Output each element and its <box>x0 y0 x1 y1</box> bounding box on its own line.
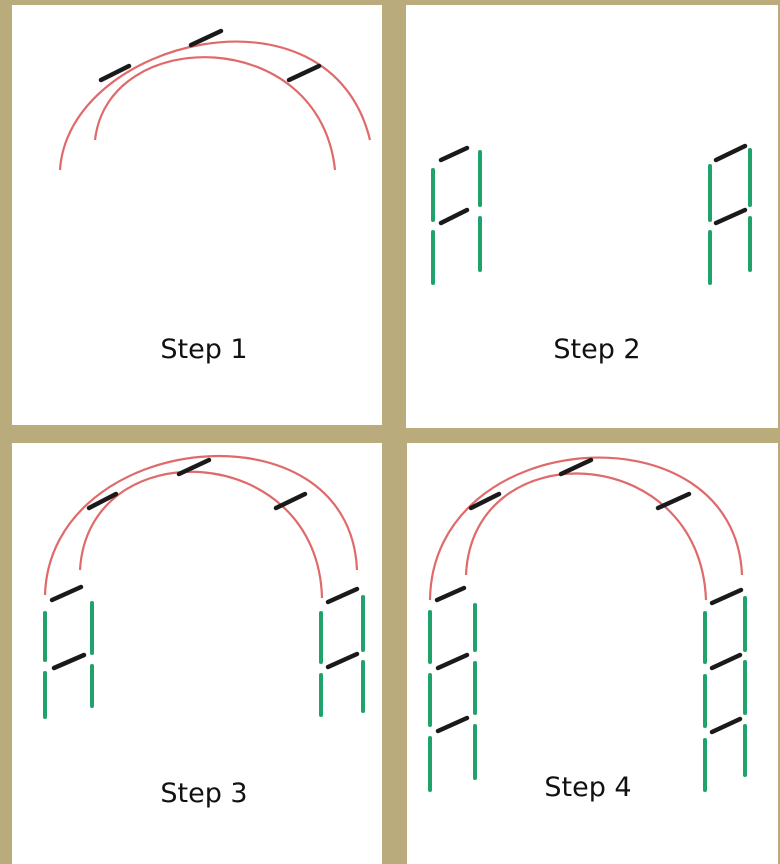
crossbar <box>713 207 748 226</box>
crossbar <box>468 491 502 511</box>
panel-background <box>406 5 778 428</box>
crossbar <box>438 145 470 163</box>
crossbar <box>434 585 467 603</box>
crossbar <box>558 457 594 477</box>
panel-background <box>407 443 778 864</box>
crossbar <box>325 651 360 670</box>
inner-arch <box>78 470 324 599</box>
panel-step-2: Step 2 <box>406 5 778 428</box>
crossbar <box>86 491 119 511</box>
inner-arch <box>93 56 337 171</box>
outer-arch <box>43 454 359 596</box>
panel-step-4: Step 4 <box>407 443 778 864</box>
crossbar <box>98 63 132 83</box>
crossbar <box>188 28 224 48</box>
step-label: Step 4 <box>544 772 631 803</box>
crossbar <box>713 143 748 163</box>
crossbar <box>709 587 744 606</box>
crossbar <box>273 491 308 511</box>
panel-step-1: Step 1 <box>12 5 382 425</box>
outer-arch <box>58 40 372 171</box>
step-label: Step 1 <box>160 334 247 365</box>
crossbar <box>286 63 322 83</box>
crossbar <box>709 716 743 735</box>
crossbar <box>435 715 470 734</box>
crossbar <box>49 584 84 603</box>
crossbar <box>655 491 692 511</box>
outer-arch <box>428 456 744 601</box>
crossbar <box>435 652 470 671</box>
crossbar <box>438 207 470 226</box>
step-label: Step 3 <box>160 778 247 809</box>
step-label: Step 2 <box>553 334 640 365</box>
panel-step-3: Step 3 <box>12 443 382 864</box>
crossbar <box>176 457 212 477</box>
crossbar <box>51 652 87 671</box>
panel-background <box>12 5 382 425</box>
crossbar <box>325 586 360 605</box>
crossbar <box>709 652 743 671</box>
inner-arch <box>464 472 708 601</box>
